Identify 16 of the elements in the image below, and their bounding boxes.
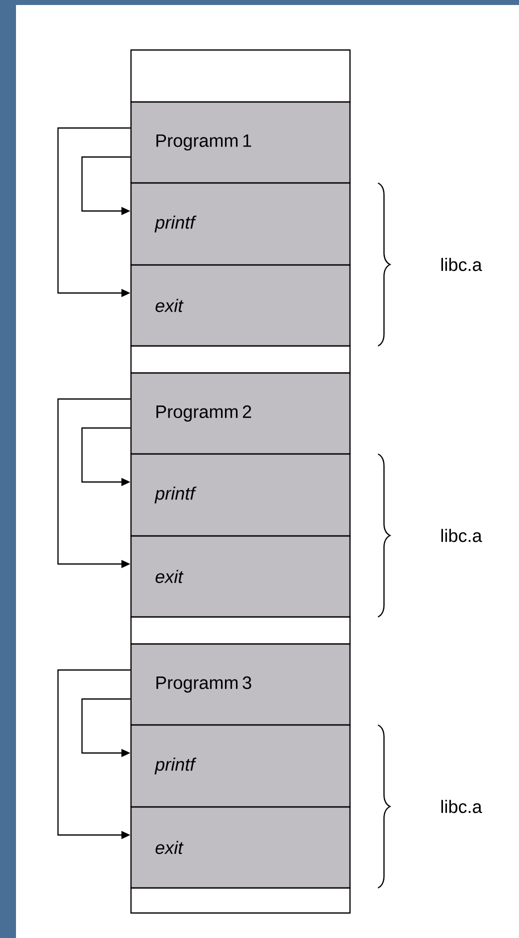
- memory-cell: Programm 1: [130, 101, 351, 184]
- memory-cell: printf: [130, 453, 351, 537]
- memory-cell: printf: [130, 182, 351, 266]
- memory-cell: Programm 3: [130, 643, 351, 726]
- memory-cell: printf: [130, 724, 351, 808]
- library-label: libc.a: [441, 528, 482, 542]
- empty-cell: [130, 49, 351, 103]
- library-label: libc.a: [441, 258, 482, 272]
- memory-cell: exit: [130, 806, 351, 889]
- library-label: libc.a: [441, 800, 482, 814]
- memory-cell: exit: [130, 535, 351, 618]
- empty-cell: [130, 616, 351, 645]
- empty-cell: [130, 887, 351, 914]
- memory-cell: Programm 2: [130, 372, 351, 455]
- memory-cell: exit: [130, 264, 351, 347]
- empty-cell: [130, 345, 351, 374]
